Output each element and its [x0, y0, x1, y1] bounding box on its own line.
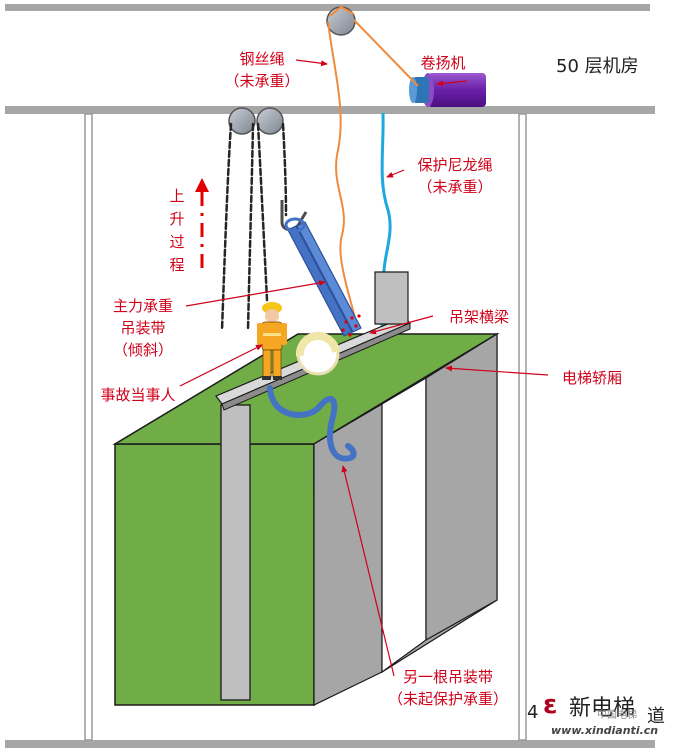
car-side-right-panel	[425, 332, 498, 642]
other-sling	[267, 385, 357, 462]
break-point-marker	[341, 314, 361, 337]
car-label: 电梯轿厢	[561, 369, 622, 387]
watermark: ε 新电梯 中国电梯 道 www.xindianti.cn	[543, 688, 673, 740]
main-sling	[284, 217, 362, 337]
rising-process-label: 上 升 过 程	[169, 187, 185, 274]
watermark-logo-icon: ε	[543, 690, 558, 720]
car-door-opening	[381, 376, 427, 674]
wire-rope-label: 钢丝绳 （未承重）	[224, 50, 300, 90]
watermark-trailing-char: 道	[647, 706, 665, 727]
guide-rail-column	[220, 404, 251, 701]
leader-lines	[179, 59, 549, 677]
wire-rope	[327, 5, 419, 319]
chain-pulley-right	[256, 107, 284, 135]
hoist-chains	[220, 122, 288, 332]
person-label: 事故当事人	[100, 386, 176, 404]
shaft-wall-left	[84, 113, 93, 741]
worker-figure	[257, 302, 287, 380]
floor-label: 50 层机房	[556, 56, 639, 77]
pit-floor-slab	[5, 740, 655, 748]
nylon-rope-label: 保护尼龙绳 （未承重）	[417, 156, 493, 196]
ring-sling	[295, 331, 340, 376]
ceiling-slab	[5, 4, 650, 11]
floor-bottom-label: 4	[527, 702, 539, 723]
rising-arrow	[195, 178, 209, 268]
car-front-face	[114, 443, 315, 706]
winch-label: 卷扬机	[420, 54, 466, 72]
beam-label: 吊架横梁	[448, 308, 509, 326]
chain-pulley-left	[228, 107, 256, 135]
main-sling-label: 主力承重 吊装带 （倾斜）	[112, 297, 173, 359]
other-sling-label: 另一根吊装带 （未起保护承重）	[387, 668, 508, 708]
watermark-url: www.xindianti.cn	[551, 724, 659, 737]
machine-room-floor-slab	[5, 106, 655, 114]
shaft-wall-right	[518, 113, 527, 741]
watermark-sub-text: 中国电梯	[597, 710, 637, 721]
watermark-logo-text: 新电梯	[569, 696, 636, 721]
winch	[409, 73, 486, 107]
